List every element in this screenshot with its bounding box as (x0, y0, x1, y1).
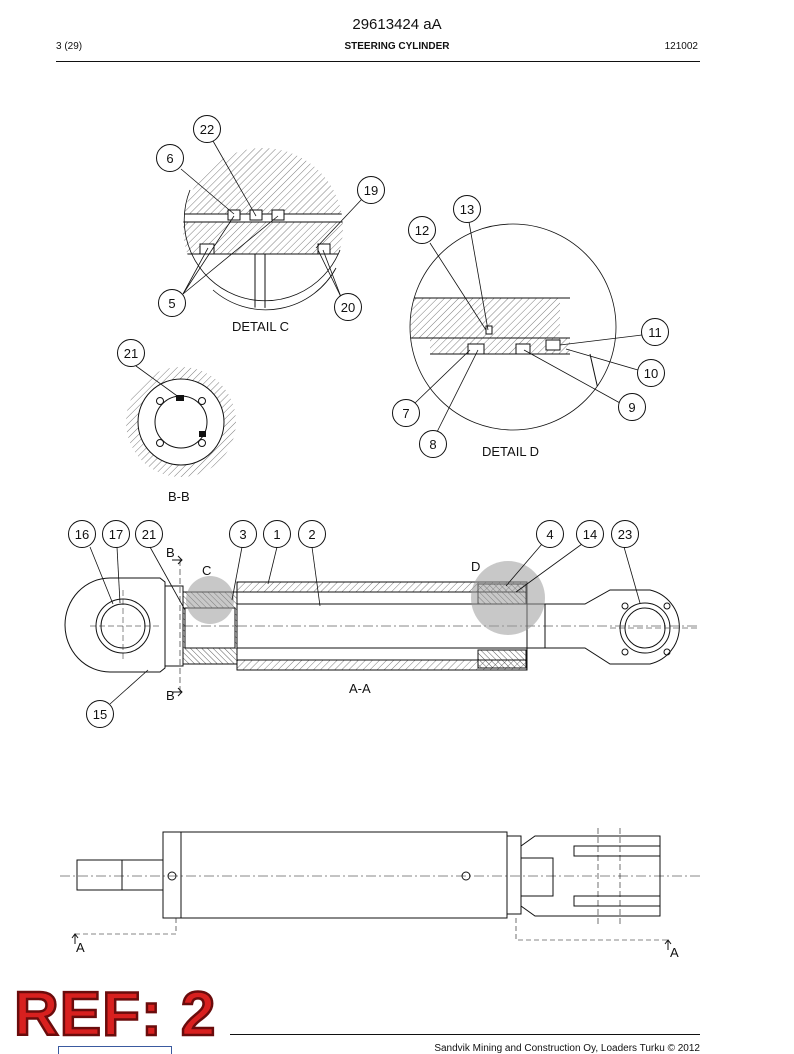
section-aa-view: B B C D A-A (64, 545, 700, 703)
svg-text:17: 17 (109, 527, 123, 542)
balloon-21-bb: 21 (117, 339, 145, 367)
balloon-2: 2 (298, 520, 326, 548)
section-mark-b-bottom: B (166, 688, 175, 703)
balloon-10: 10 (637, 359, 665, 387)
detail-d-label: DETAIL D (482, 444, 539, 459)
balloon-21-aa: 21 (135, 520, 163, 548)
svg-text:16: 16 (75, 527, 89, 542)
svg-text:2: 2 (308, 527, 315, 542)
svg-text:21: 21 (124, 346, 138, 361)
section-mark-a-left: A (76, 940, 85, 955)
svg-text:6: 6 (166, 151, 173, 166)
balloon-8: 8 (419, 430, 447, 458)
footer-copyright: Sandvik Mining and Construction Oy, Load… (434, 1043, 700, 1054)
balloon-23: 23 (611, 520, 639, 548)
detail-mark-d: D (471, 559, 480, 574)
page-number: 3 (29) (56, 41, 83, 52)
svg-text:1: 1 (273, 527, 280, 542)
balloon-19: 19 (357, 176, 385, 204)
page-title: STEERING CYLINDER (344, 41, 450, 52)
balloon-14: 14 (576, 520, 604, 548)
section-aa-label: A-A (349, 681, 371, 696)
header-divider (56, 61, 700, 62)
svg-text:7: 7 (402, 406, 409, 421)
svg-text:15: 15 (93, 707, 107, 722)
balloon-20: 20 (334, 293, 362, 321)
section-mark-b-top: B (166, 545, 175, 560)
footer-divider (230, 1034, 700, 1035)
balloon-16: 16 (68, 520, 96, 548)
balloon-7: 7 (392, 399, 420, 427)
balloon-17: 17 (102, 520, 130, 548)
section-bb-label: B-B (168, 489, 190, 504)
svg-text:9: 9 (628, 400, 635, 415)
balloon-11: 11 (641, 318, 669, 346)
balloon-3: 3 (229, 520, 257, 548)
balloon-1: 1 (263, 520, 291, 548)
svg-text:21: 21 (142, 527, 156, 542)
balloon-13: 13 (453, 195, 481, 223)
balloon-6: 6 (156, 144, 184, 172)
brand-logo (58, 1046, 172, 1054)
balloon-4: 4 (536, 520, 564, 548)
exterior-view: A A (60, 828, 700, 960)
svg-text:19: 19 (364, 183, 378, 198)
document-number: 29613424 aA (352, 16, 442, 33)
detail-mark-c: C (202, 563, 211, 578)
svg-text:4: 4 (546, 527, 553, 542)
detail-d-view: DETAIL D (409, 223, 617, 459)
section-bb-view: B-B (126, 367, 236, 504)
svg-text:5: 5 (168, 296, 175, 311)
reference-stamp: REF: 2 (13, 980, 217, 1049)
balloon-12: 12 (408, 216, 436, 244)
detail-c-label: DETAIL C (232, 319, 289, 334)
svg-text:8: 8 (429, 437, 436, 452)
svg-text:20: 20 (341, 300, 355, 315)
document-code: 121002 (664, 41, 698, 52)
svg-text:3: 3 (239, 527, 246, 542)
svg-text:13: 13 (460, 202, 474, 217)
svg-text:22: 22 (200, 122, 214, 137)
balloon-5: 5 (158, 289, 186, 317)
svg-text:12: 12 (415, 223, 429, 238)
balloon-22: 22 (193, 115, 221, 143)
leader-lines (89, 140, 643, 705)
balloon-9: 9 (618, 393, 646, 421)
svg-text:10: 10 (644, 366, 658, 381)
svg-text:11: 11 (648, 325, 662, 340)
svg-text:23: 23 (618, 527, 632, 542)
section-mark-a-right: A (670, 945, 679, 960)
detail-c-view: DETAIL C (183, 148, 343, 334)
item-balloons: 22 6 19 5 20 13 12 11 10 9 7 8 21 16 17 … (68, 115, 669, 728)
balloon-15: 15 (86, 700, 114, 728)
svg-text:14: 14 (583, 527, 597, 542)
